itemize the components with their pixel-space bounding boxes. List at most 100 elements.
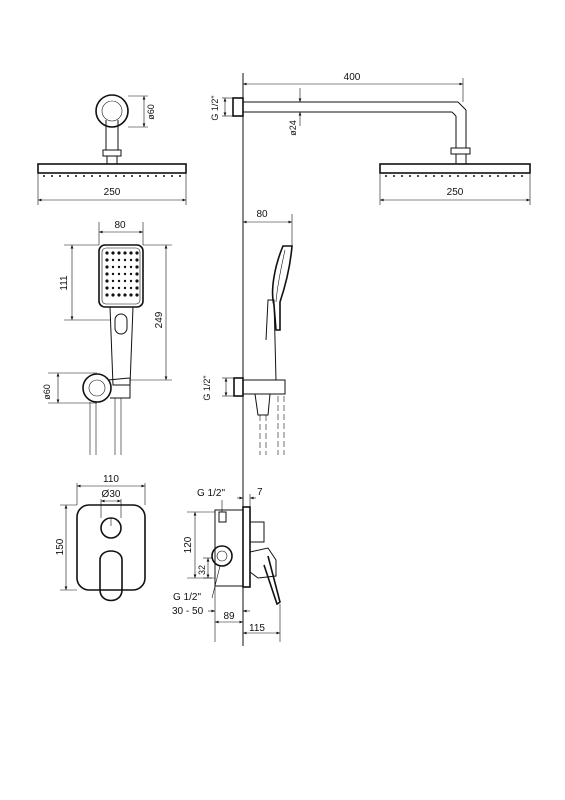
nozzle-dot [115,175,117,177]
nozzle-dot [43,175,45,177]
hand-nozzle-dot [123,293,127,297]
dim-plate-width: 110 [103,474,119,485]
nozzle-dot [521,175,523,177]
dim-depth-115: 115 [249,623,265,634]
hand-nozzle-dot [111,265,115,269]
hand-nozzle-dot [105,279,109,283]
nozzle-dot [75,175,77,177]
hand-nozzle-dot [135,293,139,297]
nozzle-dot [481,175,483,177]
nozzle-dot [147,175,149,177]
nozzle-dot [497,175,499,177]
nozzle-dot [155,175,157,177]
nozzle-dot [489,175,491,177]
dim-hand-side-width: 80 [256,209,268,220]
hand-nozzle-dot [123,272,127,276]
hand-nozzle-dot [123,251,127,255]
nozzle-dot [179,175,181,177]
hand-nozzle-dot [117,265,121,269]
hand-nozzle-dot [123,265,127,269]
hand-nozzle-dot [129,286,133,290]
dim-install-depth: 30 - 50 [172,606,204,617]
dim-arm-length: 400 [344,72,361,83]
hand-nozzle-dot [117,258,121,262]
hand-nozzle-dot [135,258,139,262]
hand-nozzle-dot [111,251,115,255]
dim-hand-total: 249 [154,311,165,328]
nozzle-dot [91,175,93,177]
hand-nozzle-dot [135,272,139,276]
hand-nozzle-dot [111,272,115,276]
dim-head-side-width: 250 [447,187,464,198]
nozzle-dot [83,175,85,177]
dim-valve-thread-top: G 1/2" [197,488,225,499]
hand-nozzle-dot [105,258,109,262]
dim-valve-mid: 32 [197,565,207,575]
dim-depth-89: 89 [223,611,235,622]
hand-nozzle-dot [117,272,121,276]
dim-head-top-dia: ø60 [146,104,156,120]
dim-holder-thread: G 1/2" [202,375,212,400]
hand-nozzle-dot [129,258,133,262]
nozzle-dot [513,175,515,177]
nozzle-dot [99,175,101,177]
nozzle-dot [401,175,403,177]
hand-nozzle-dot [123,258,127,262]
hand-nozzle-dot [111,258,115,262]
shower-arm-side-view: 400 G 1/2" ø24 250 [210,72,531,205]
hand-nozzle-dot [105,293,109,297]
hand-nozzle-dot [135,286,139,290]
hand-nozzle-dot [105,265,109,269]
nozzle-dot [67,175,69,177]
hand-nozzle-dot [105,286,109,290]
nozzle-dot [473,175,475,177]
hand-nozzle-dot [129,251,133,255]
mixer-side-view: G 1/2" 7 120 32 G 1/2" 30 - 50 89 115 [172,487,281,642]
hand-shower-side-view: 80 G 1/2" [202,209,293,455]
nozzle-dot [139,175,141,177]
nozzle-dot [171,175,173,177]
hand-nozzle-dot [111,293,115,297]
nozzle-dot [425,175,427,177]
dim-hand-height: 111 [59,275,70,291]
hand-nozzle-dot [129,279,133,283]
nozzle-dot [107,175,109,177]
hand-nozzle-dot [117,293,121,297]
hand-nozzle-dot [129,293,133,297]
shower-head-top-view: ø60 250 [37,94,187,205]
hand-nozzle-dot [123,279,127,283]
mixer-plate-front-view: 110 Ø30 150 [55,474,146,602]
dim-valve-thread-bottom: G 1/2" [173,592,201,603]
dim-plate-height: 150 [55,538,66,555]
dim-valve-height: 120 [183,536,194,553]
nozzle-dot [433,175,435,177]
nozzle-dot [163,175,165,177]
nozzle-dot [417,175,419,177]
hand-nozzle-dot [111,279,115,283]
dim-holder-dia: ø60 [42,384,52,400]
nozzle-dot [457,175,459,177]
hand-nozzle-dot [135,251,139,255]
hand-nozzle-dot [117,279,121,283]
nozzle-dot [393,175,395,177]
hand-nozzle-dot [111,286,115,290]
nozzle-dot [465,175,467,177]
dim-valve-offset: 7 [257,487,263,498]
nozzle-dot [441,175,443,177]
hand-nozzle-dot [105,272,109,276]
nozzle-dot [131,175,133,177]
nozzle-dot [59,175,61,177]
nozzle-dot [51,175,53,177]
nozzle-dot [385,175,387,177]
dim-arm-thread: G 1/2" [210,95,220,120]
hand-nozzle-dot [105,251,109,255]
hand-nozzle-dot [123,286,127,290]
hand-nozzle-dot [135,279,139,283]
nozzle-dot [449,175,451,177]
hand-nozzle-dot [117,251,121,255]
dim-arm-dia: ø24 [288,120,298,136]
hand-nozzle-dot [129,272,133,276]
hand-nozzle-dot [117,286,121,290]
nozzle-dot [123,175,125,177]
